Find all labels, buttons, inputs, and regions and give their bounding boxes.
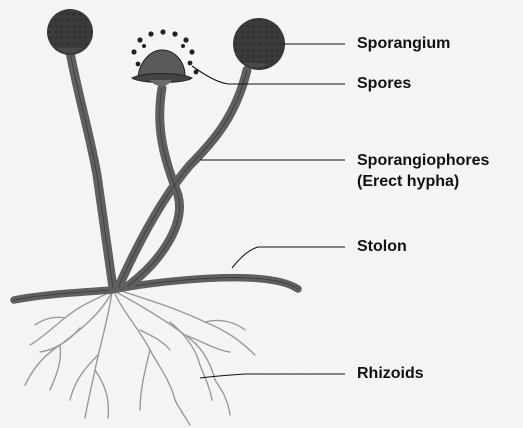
spore: [189, 49, 194, 54]
label-rhizoids: Rhizoids: [357, 364, 424, 383]
label-stolon: Stolon: [357, 237, 407, 256]
sporangium-right: [233, 18, 285, 70]
spore: [188, 61, 193, 66]
spore: [181, 44, 185, 48]
sporangium-left: [47, 9, 93, 55]
label-sporangium: Sporangium: [357, 34, 450, 53]
spore: [172, 31, 177, 36]
label-erect-hypha: (Erect hypha): [357, 172, 459, 191]
spore: [136, 62, 141, 67]
spore: [183, 37, 188, 42]
spore: [137, 37, 142, 42]
spore: [148, 31, 153, 36]
label-spores: Spores: [357, 74, 411, 93]
spore: [142, 44, 146, 48]
spore: [131, 49, 136, 54]
label-sporangiophores: Sporangiophores: [357, 151, 489, 170]
spore: [160, 29, 165, 34]
